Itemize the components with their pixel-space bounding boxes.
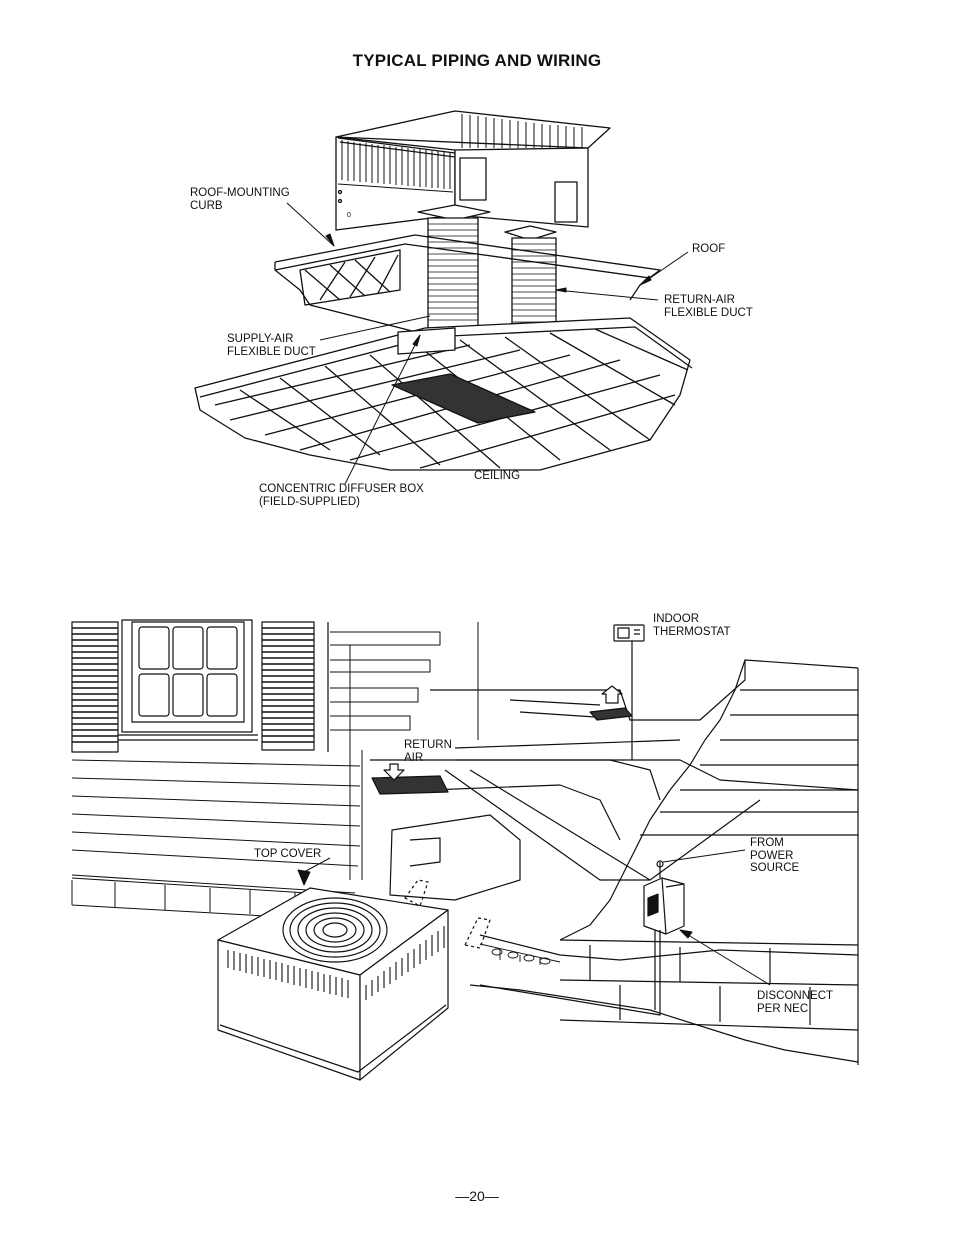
label-ceiling: CEILING [474, 470, 520, 483]
ceiling-grid [194, 317, 693, 471]
label-line: FLEXIBLE DUCT [664, 306, 753, 319]
label-top-cover: TOP COVER [254, 848, 321, 861]
label-disconnect-per-nec: DISCONNECT PER NEC [757, 990, 833, 1015]
label-line: THERMOSTAT [653, 625, 731, 638]
return-arrow-icon [383, 763, 405, 781]
label-line: FROM [750, 837, 784, 849]
label-line: ROOF-MOUNTING [190, 187, 290, 199]
concrete-slab [370, 659, 859, 1065]
label-line: ROOF [692, 243, 726, 255]
label-line: AIR [404, 751, 424, 764]
page-title: TYPICAL PIPING AND WIRING [352, 51, 602, 70]
supply-arrow-icon [601, 685, 623, 704]
disconnect-switch [479, 860, 685, 1016]
label-concentric-diffuser-box: CONCENTRIC DIFFUSER BOX (FIELD-SUPPLIED) [259, 483, 424, 508]
page-number: —20— [455, 1188, 499, 1204]
label-line: SUPPLY-AIR [227, 333, 294, 345]
label-roof: ROOF [692, 243, 725, 256]
label-line: TOP COVER [254, 848, 322, 860]
label-line: CEILING [474, 470, 521, 482]
rooftop-unit: 0 [335, 110, 611, 231]
indoor-thermostat-icon [613, 624, 645, 760]
label-return-air: RETURN AIR [404, 739, 452, 764]
packaged-ac-unit [217, 887, 449, 1081]
supply-air-duct [417, 204, 491, 329]
label-line: RETURN [404, 739, 452, 751]
label-line: CONCENTRIC DIFFUSER BOX [259, 483, 424, 495]
return-air-grille [371, 775, 449, 795]
label-line: FLEXIBLE DUCT [227, 345, 316, 358]
label-line: (FIELD-SUPPLIED) [259, 495, 360, 508]
label-line: SOURCE [750, 862, 800, 874]
house-window [71, 619, 329, 753]
label-line: POWER [750, 849, 794, 862]
label-indoor-thermostat: INDOOR THERMOSTAT [653, 613, 731, 638]
label-supply-air-flexible-duct: SUPPLY-AIR FLEXIBLE DUCT [227, 333, 316, 358]
return-air-duct [504, 225, 557, 329]
label-line: CURB [190, 199, 223, 212]
label-roof-mounting-curb: ROOF-MOUNTING CURB [190, 187, 290, 212]
label-line: PER NEC [757, 1002, 809, 1015]
label-line: RETURN-AIR [664, 294, 735, 306]
ground-leader-lines [297, 849, 771, 986]
label-return-air-flexible-duct: RETURN-AIR FLEXIBLE DUCT [664, 294, 753, 319]
svg-text:0: 0 [347, 212, 351, 219]
label-line: INDOOR [653, 613, 699, 625]
rooftop-leader-lines [286, 202, 689, 485]
house-siding-left [71, 622, 479, 919]
label-from-power-source: FROM POWER SOURCE [750, 837, 799, 875]
label-line: DISCONNECT [757, 990, 834, 1002]
